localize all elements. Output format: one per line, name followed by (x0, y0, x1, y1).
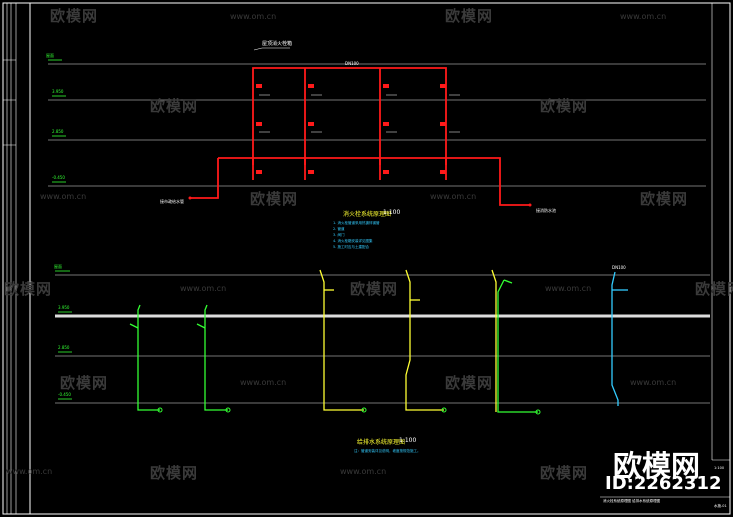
title-block (600, 459, 730, 498)
bottom-floor-label-2: 3.950 (58, 305, 70, 310)
watermark-url: www.om.cn (430, 192, 477, 201)
watermark-url: www.om.cn (230, 12, 277, 21)
bottom-floor-label-roof: 屋面 (54, 264, 62, 269)
watermark-url: www.om.cn (620, 12, 667, 21)
top-note-right: 接消防水池 (536, 208, 556, 213)
sheet-number: 水施-01 (714, 504, 727, 508)
watermark-logo: 欧模网 (50, 7, 99, 25)
top-floor-label-1: 2.850 (52, 129, 64, 134)
bottom-floor-label-0: -0.450 (58, 392, 71, 397)
watermark-logo: 欧模网 (695, 280, 733, 298)
top-floor-label-roof: 屋面 (46, 53, 54, 58)
top-note-1: 1. 消火栓管道采用热镀锌钢管 (333, 221, 380, 225)
drawing-name: 消火栓系统原理图 给排水系统原理图 (603, 499, 661, 503)
sheet-scale: 1:100 (714, 466, 725, 470)
watermark-logo: 欧模网 (445, 7, 494, 25)
top-note-left: 接市政给水管 (160, 199, 184, 204)
top-note-2: 2. 管道 (333, 227, 345, 231)
top-note-roof: 屋顶消火栓箱 (262, 41, 293, 47)
top-pipe-label: DN100 (345, 61, 359, 66)
watermark-url: www.om.cn (180, 284, 227, 293)
bottom-diagram-title: 给排水系统原理图 (357, 439, 406, 446)
brand-logo: 欧模网 (613, 449, 701, 483)
top-note-5: 5. 施工时应与土建配合 (333, 245, 369, 249)
watermark-url: www.om.cn (40, 192, 87, 201)
top-floor-label-0: -0.450 (52, 175, 65, 180)
top-notes-list: 1. 消火栓管道采用热镀锌钢管 2. 管道 3. 阀门 4. 消火栓箱安装详见图… (333, 220, 379, 250)
watermark-logo: 欧模网 (540, 97, 589, 115)
bottom-pipe-label: DN100 (612, 265, 626, 270)
bottom-floor-label-1: 2.850 (58, 345, 70, 350)
watermark-logo: 欧模网 (250, 190, 299, 208)
watermark-logo: 欧模网 (540, 464, 589, 482)
bottom-diagram-note: 注：管道安装详见说明，坡度按规范施工。 (354, 449, 421, 453)
bottom-system-diagram (55, 269, 710, 415)
watermark-url: www.om.cn (630, 378, 677, 387)
watermark-logo: 欧模网 (150, 464, 199, 482)
watermark-logo: 欧模网 (60, 374, 109, 392)
top-floor-label-2: 3.950 (52, 89, 64, 94)
bottom-diagram-scale: 1:100 (399, 437, 417, 444)
watermark-logo: 欧模网 (350, 280, 399, 298)
model-id: ID:2262312 (605, 473, 722, 494)
watermark-url: www.om.cn (545, 284, 592, 293)
top-diagram-scale: 1:100 (383, 209, 401, 216)
top-note-3: 3. 阀门 (333, 233, 345, 237)
top-diagram-title: 消火栓系统原理图 (343, 211, 392, 218)
watermark-url: www.om.cn (240, 378, 287, 387)
watermark-logo: 欧模网 (4, 280, 53, 298)
top-system-diagram (48, 47, 706, 207)
top-note-4: 4. 消火栓箱安装详见图集 (333, 239, 373, 243)
watermark-logo: 欧模网 (445, 374, 494, 392)
watermark-url: www.om.cn (6, 467, 53, 476)
watermark-url: www.om.cn (340, 467, 387, 476)
watermark-logo: 欧模网 (640, 190, 689, 208)
watermark-logo: 欧模网 (150, 97, 199, 115)
